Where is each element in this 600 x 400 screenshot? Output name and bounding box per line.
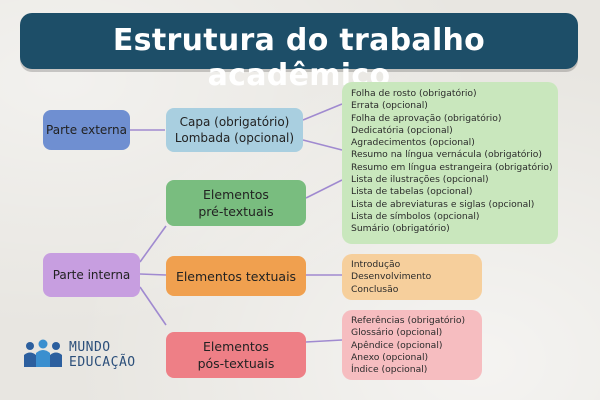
pre-textual-item: Folha de aprovação (obrigatório) — [351, 112, 502, 124]
pos-textual-item: Índice (opcional) — [351, 364, 428, 376]
link-interna-pre — [139, 225, 167, 263]
pre-textual-item: Lista de símbolos (opcional) — [351, 210, 480, 222]
textual-item: Conclusão — [351, 283, 399, 295]
pos-textuais-label-2: pós-textuais — [197, 356, 275, 371]
pre-textual-item: Sumário (obrigatório) — [351, 223, 450, 235]
pre-textual-item: Agradecimentos (opcional) — [351, 137, 475, 149]
link-pos-lista — [305, 339, 343, 343]
logo-text-line1: MUNDO — [69, 340, 111, 355]
pre-textual-item: Errata (opcional) — [351, 100, 428, 112]
link-pre-lista — [305, 179, 343, 199]
people-icon — [24, 339, 62, 367]
pos-textuais-label-1: Elementos — [203, 339, 269, 354]
pre-textuais-label-2: pré-textuais — [198, 204, 274, 219]
pre-textuais-box: Elementos pré-textuais — [166, 180, 306, 226]
pre-textual-item: Lista de abreviaturas e siglas (opcional… — [351, 198, 535, 210]
pre-textual-item: Lista de ilustrações (opcional) — [351, 174, 489, 186]
pos-textual-item: Apêndice (opcional) — [351, 339, 443, 351]
textuais-box: Elementos textuais — [166, 256, 306, 296]
capa-label: Capa (obrigatório) — [179, 115, 290, 129]
link-capa-lista — [302, 103, 343, 121]
page-title: Estrutura do trabalho acadêmico — [112, 23, 486, 93]
textuais-label: Elementos textuais — [175, 268, 297, 284]
pre-textuais-label-1: Elementos — [203, 187, 269, 202]
link-interna-textuais — [139, 273, 167, 276]
pos-textual-item: Glossário (opcional) — [351, 327, 443, 339]
pre-textual-item: Dedicatória (opcional) — [351, 124, 453, 136]
link-interna-pos — [139, 286, 167, 326]
link-capa-lista-2 — [302, 139, 343, 151]
parte-externa-box: Parte externa — [43, 110, 130, 150]
lombada-label: Lombada (opcional) — [174, 131, 295, 145]
logo-text-line2: EDUCAÇÃO — [69, 355, 136, 370]
parte-interna-box: Parte interna — [43, 253, 140, 297]
pos-textual-item: Referências (obrigatório) — [351, 315, 466, 326]
pos-textual-list: Referências (obrigatório)Glossário (opci… — [342, 310, 482, 380]
pre-textual-item: Resumo em língua estrangeira (obrigatóri… — [351, 161, 553, 173]
textual-item: Introdução — [351, 259, 401, 270]
pos-textual-item: Anexo (opcional) — [351, 351, 429, 363]
parte-externa-label: Parte externa — [46, 123, 127, 137]
parte-interna-label: Parte interna — [52, 268, 131, 282]
pos-textuais-box: Elementos pós-textuais — [166, 332, 306, 378]
pre-textual-item: Lista de tabelas (opcional) — [351, 186, 473, 198]
textual-item: Desenvolvimento — [351, 271, 432, 283]
title-banner: Estrutura do trabalho acadêmico — [20, 13, 578, 93]
pre-textual-item: Resumo na língua vernácula (obrigatório) — [351, 149, 542, 161]
pre-textual-list: Folha de rosto (obrigatório)Errata (opci… — [342, 82, 558, 244]
pre-textual-item: Folha de rosto (obrigatório) — [351, 88, 477, 99]
capa-lombada-box: Capa (obrigatório) Lombada (opcional) — [166, 108, 303, 152]
mundo-educacao-logo: MUNDO EDUCAÇÃO — [22, 337, 162, 373]
